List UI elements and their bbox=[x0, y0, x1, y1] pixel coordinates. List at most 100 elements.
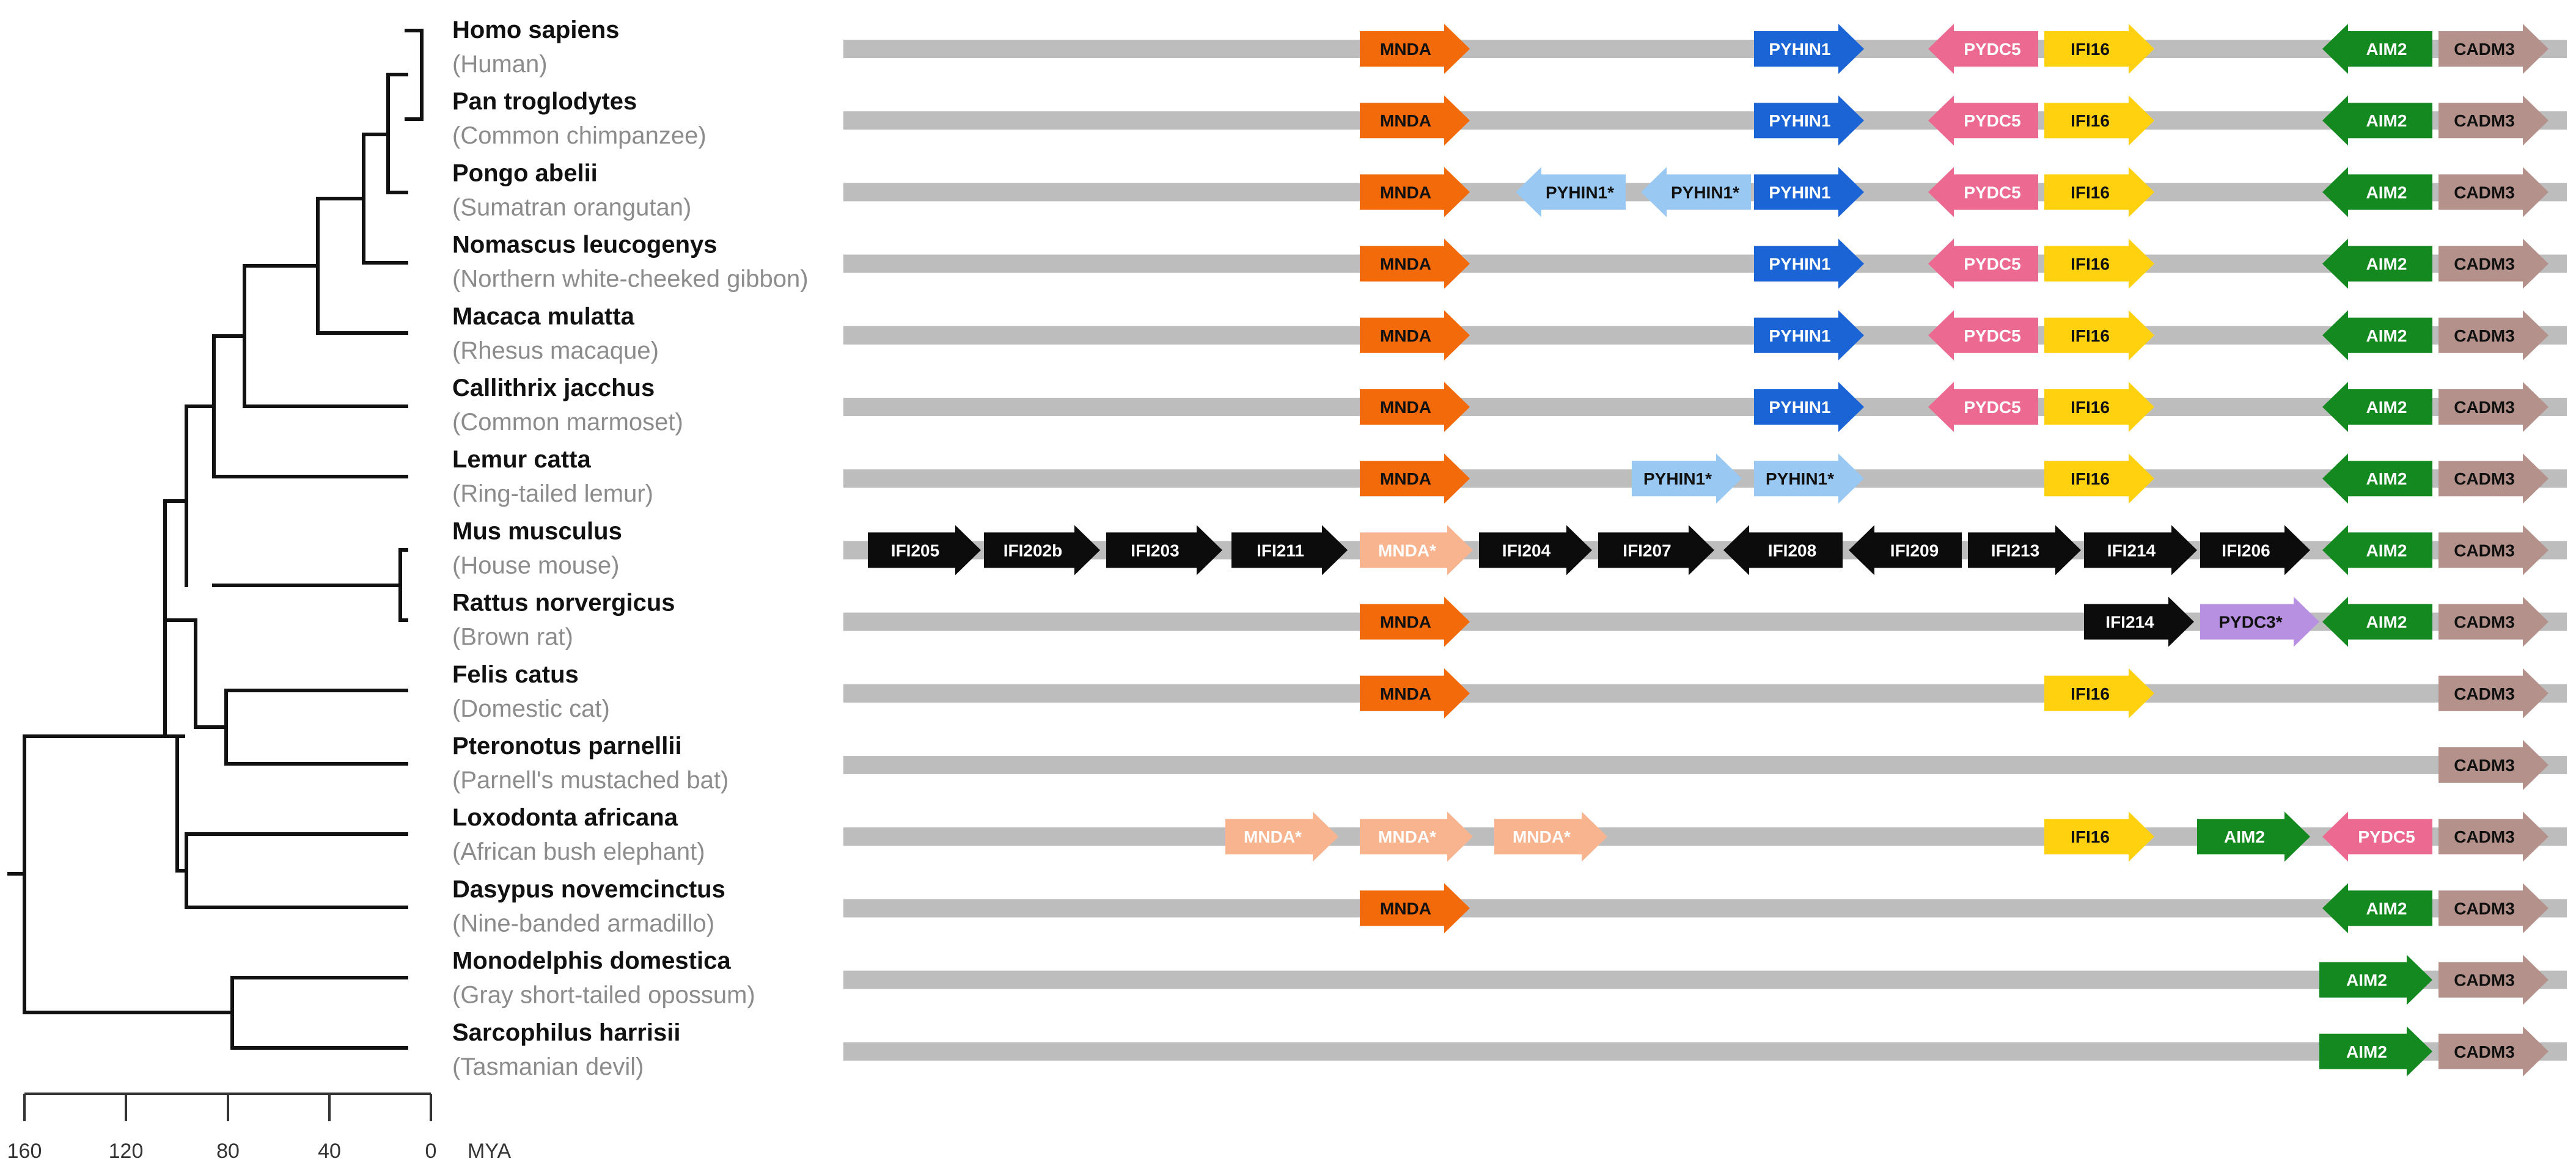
gene-label: PYHIN1 bbox=[1769, 255, 1830, 274]
gene-mnda: MNDA bbox=[1360, 883, 1470, 934]
gene-label: CADM3 bbox=[2454, 541, 2515, 560]
gene-arrow-shape bbox=[2044, 811, 2154, 862]
gene-mnda: MNDA bbox=[1360, 668, 1470, 719]
gene-label: PYDC5 bbox=[1964, 255, 2020, 274]
gene-arrow-shape bbox=[2438, 382, 2548, 432]
gene-ifi202b: IFI202b bbox=[984, 525, 1100, 576]
gene-label: IFI16 bbox=[2071, 183, 2110, 202]
species-scientific-name: Dasypus novemcinctus bbox=[452, 876, 725, 902]
gene-label: MNDA bbox=[1380, 899, 1431, 918]
species-common-name: (House mouse) bbox=[452, 552, 619, 579]
species-scientific-name: Nomascus leucogenys bbox=[452, 232, 717, 258]
gene-label: MNDA* bbox=[1378, 541, 1436, 560]
phylogenetic-tree bbox=[7, 29, 424, 1050]
gene-label: IFI206 bbox=[2222, 541, 2270, 560]
gene-arrow-shape bbox=[1928, 24, 2038, 74]
gene-arrow-shape bbox=[1360, 24, 1470, 74]
gene-label: IFI214 bbox=[2107, 541, 2156, 560]
gene-arrow-shape bbox=[1360, 525, 1473, 576]
gene-label: IFI207 bbox=[1623, 541, 1671, 560]
gene-mnda: MNDA bbox=[1360, 310, 1470, 361]
gene-arrow-shape bbox=[2438, 238, 2548, 289]
gene-cadm3: CADM3 bbox=[2438, 596, 2548, 647]
gene-label: MNDA bbox=[1380, 613, 1431, 632]
gene-cadm3: CADM3 bbox=[2438, 954, 2548, 1005]
gene-label: AIM2 bbox=[2224, 827, 2265, 846]
gene-label: IFI16 bbox=[2071, 111, 2110, 130]
gene-label: MNDA bbox=[1380, 40, 1431, 59]
gene-arrow-shape bbox=[2438, 740, 2548, 790]
gene-label: PYHIN1 bbox=[1769, 326, 1830, 345]
gene-label: MNDA bbox=[1380, 326, 1431, 345]
gene-pydc5: PYDC5 bbox=[2322, 811, 2432, 862]
gene-label: PYDC5 bbox=[2358, 827, 2415, 846]
gene-arrow-shape bbox=[2044, 24, 2154, 74]
gene-arrow-shape bbox=[1632, 453, 1742, 504]
gene-label: PYDC5 bbox=[1964, 40, 2020, 59]
gene-label: MNDA* bbox=[1244, 827, 1302, 846]
gene-pyhin1-star: PYHIN1* bbox=[1754, 453, 1864, 504]
gene-aim2: AIM2 bbox=[2322, 525, 2432, 576]
gene-label: IFI209 bbox=[1890, 541, 1939, 560]
gene-arrow-shape bbox=[2322, 883, 2432, 934]
gene-arrow-shape bbox=[2322, 811, 2432, 862]
gene-ifi16: IFI16 bbox=[2044, 382, 2154, 432]
gene-mnda-star: MNDA* bbox=[1360, 525, 1473, 576]
gene-arrow-shape bbox=[1494, 811, 1607, 862]
gene-aim2: AIM2 bbox=[2322, 883, 2432, 934]
gene-arrow-shape bbox=[1928, 238, 2038, 289]
gene-arrow-shape bbox=[1928, 95, 2038, 146]
species-scientific-name: Felis catus bbox=[452, 661, 579, 688]
gene-label: AIM2 bbox=[2366, 613, 2407, 632]
species-scientific-name: Pan troglodytes bbox=[452, 88, 637, 115]
gene-arrow-shape bbox=[2044, 238, 2154, 289]
species-common-name: (African bush elephant) bbox=[452, 838, 705, 865]
gene-ifi16: IFI16 bbox=[2044, 167, 2154, 218]
gene-mnda: MNDA bbox=[1360, 24, 1470, 74]
gene-label: IFI205 bbox=[891, 541, 939, 560]
gene-arrow-shape bbox=[2319, 1026, 2432, 1077]
gene-ifi16: IFI16 bbox=[2044, 668, 2154, 719]
gene-arrow-shape bbox=[1598, 525, 1714, 576]
gene-ifi16: IFI16 bbox=[2044, 453, 2154, 504]
gene-pydc5: PYDC5 bbox=[1928, 310, 2038, 361]
chromosome-bar bbox=[843, 756, 2567, 774]
gene-label: IFI16 bbox=[2071, 40, 2110, 59]
gene-aim2: AIM2 bbox=[2322, 310, 2432, 361]
chromosome-bar bbox=[843, 111, 2567, 130]
gene-pydc5: PYDC5 bbox=[1928, 382, 2038, 432]
gene-aim2: AIM2 bbox=[2322, 95, 2432, 146]
gene-ifi211: IFI211 bbox=[1231, 525, 1348, 576]
gene-arrow-shape bbox=[1849, 525, 1962, 576]
gene-pyhin1-star: PYHIN1* bbox=[1632, 453, 1742, 504]
gene-aim2: AIM2 bbox=[2322, 382, 2432, 432]
gene-label: CADM3 bbox=[2454, 756, 2515, 775]
gene-arrow-shape bbox=[1928, 167, 2038, 218]
gene-label: MNDA bbox=[1380, 469, 1431, 488]
gene-arrow-shape bbox=[2197, 811, 2310, 862]
gene-ifi16: IFI16 bbox=[2044, 24, 2154, 74]
species-common-name: (Ring-tailed lemur) bbox=[452, 480, 653, 507]
gene-arrow-shape bbox=[2438, 95, 2548, 146]
species-scientific-name: Pteronotus parnellii bbox=[452, 733, 682, 760]
gene-mnda-star: MNDA* bbox=[1225, 811, 1338, 862]
gene-arrow-shape bbox=[2044, 453, 2154, 504]
gene-label: CADM3 bbox=[2454, 469, 2515, 488]
gene-label: CADM3 bbox=[2454, 326, 2515, 345]
gene-arrow-shape bbox=[1641, 167, 1751, 218]
gene-label: AIM2 bbox=[2366, 469, 2407, 488]
gene-arrow-shape bbox=[1928, 382, 2038, 432]
gene-label: AIM2 bbox=[2366, 255, 2407, 274]
gene-cadm3: CADM3 bbox=[2438, 24, 2548, 74]
gene-label: CADM3 bbox=[2454, 40, 2515, 59]
species-common-name: (Parnell's mustached bat) bbox=[452, 767, 728, 794]
gene-label: AIM2 bbox=[2366, 111, 2407, 130]
species-common-name: (Rhesus macaque) bbox=[452, 337, 659, 364]
gene-label: MNDA* bbox=[1378, 827, 1436, 846]
